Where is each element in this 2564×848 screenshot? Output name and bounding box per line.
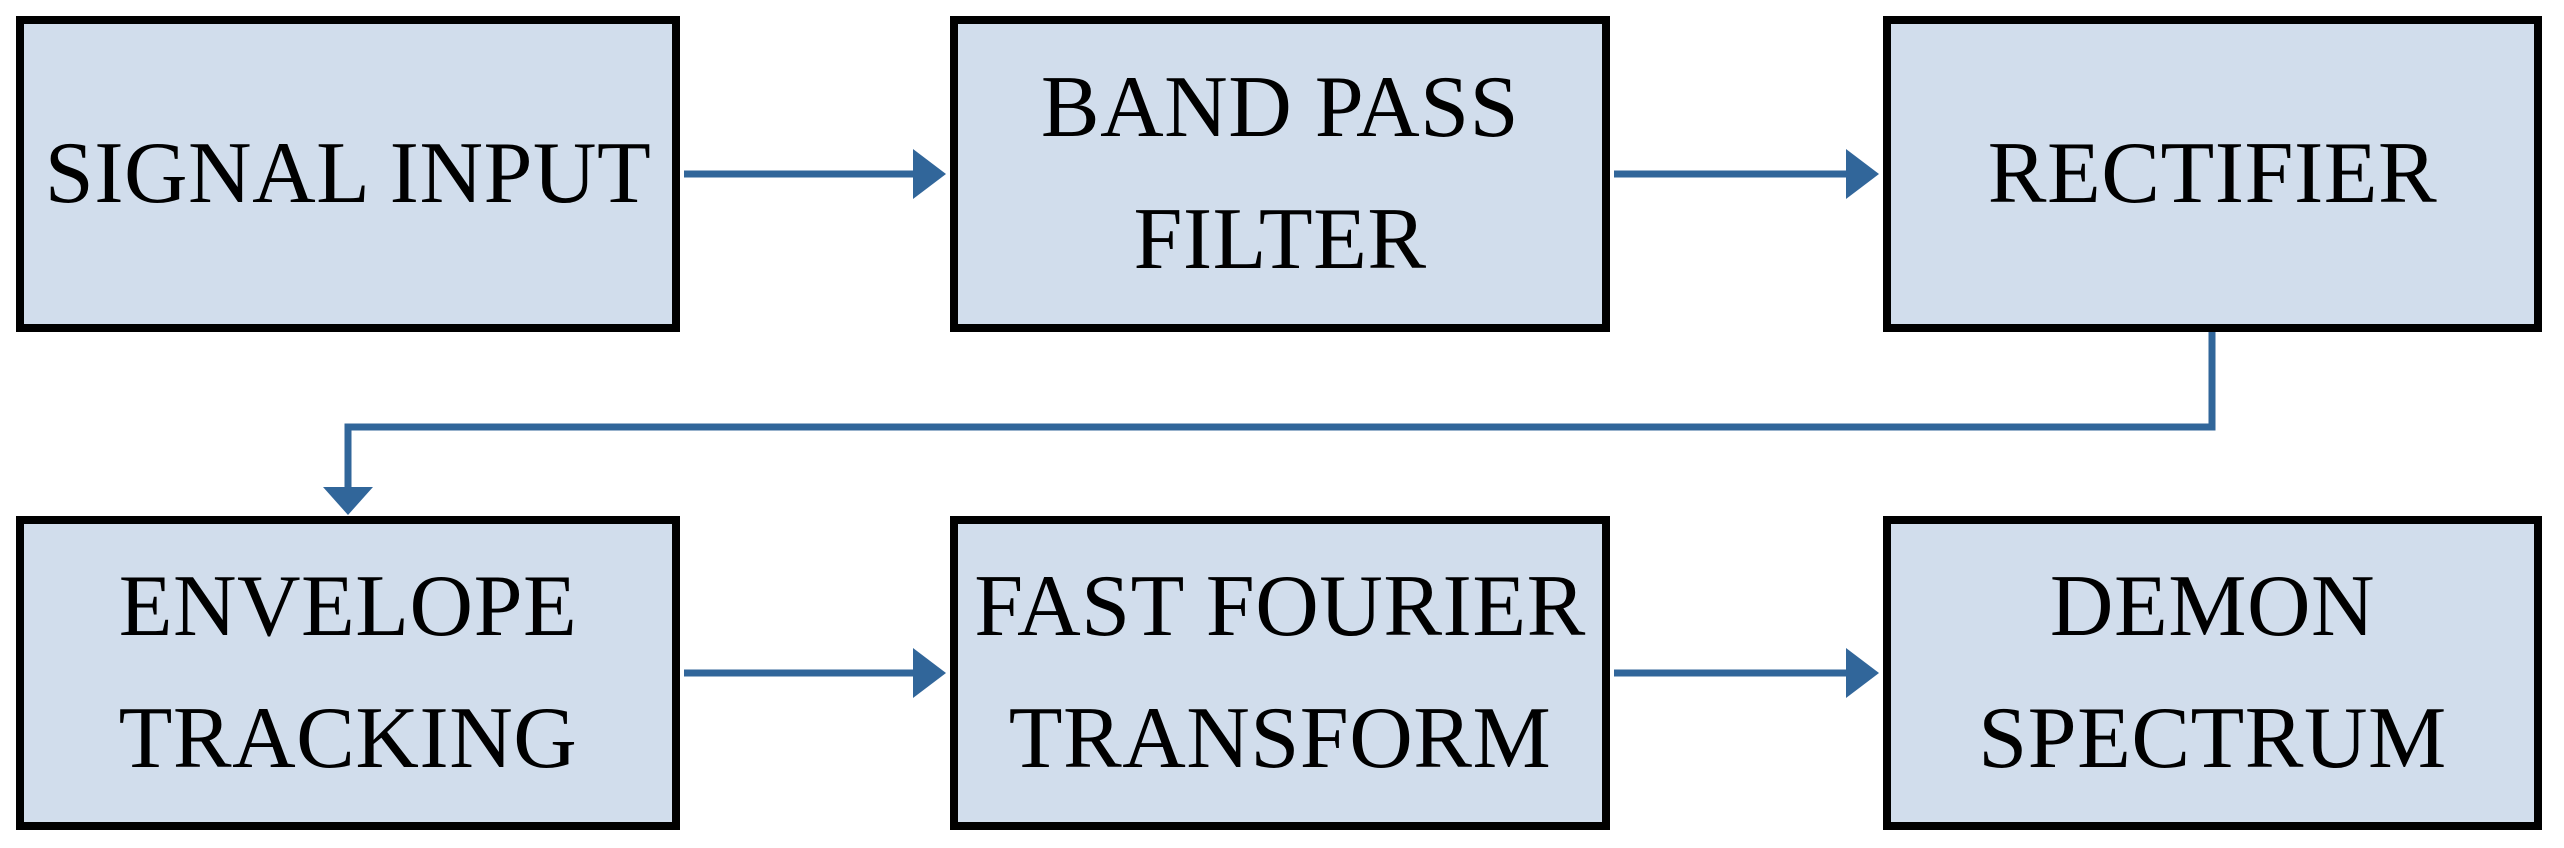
right-arrowhead-icon — [913, 648, 946, 698]
node-fast-fourier-transform: FAST FOURIER TRANSFORM — [950, 516, 1610, 830]
edge-rectifier-to-envelope-tracking — [323, 332, 2216, 515]
node-signal-input: SIGNAL INPUT — [16, 16, 680, 332]
node-label: DEMON SPECTRUM — [1978, 558, 2447, 787]
node-label: ENVELOPE TRACKING — [118, 558, 578, 787]
node-label: FAST FOURIER TRANSFORM — [974, 558, 1586, 787]
node-label: BAND PASS FILTER — [1040, 59, 1520, 288]
node-rectifier: RECTIFIER — [1883, 16, 2542, 332]
node-label: RECTIFIER — [1987, 125, 2438, 222]
right-arrowhead-icon — [913, 149, 946, 199]
right-arrowhead-icon — [1846, 149, 1879, 199]
edge-envelope-tracking-to-fast-fourier-transform — [684, 648, 946, 698]
node-band-pass-filter: BAND PASS FILTER — [950, 16, 1610, 332]
edge-elbow-line — [344, 332, 2216, 487]
node-label: SIGNAL INPUT — [44, 125, 652, 222]
edge-fast-fourier-transform-to-demon-spectrum — [1614, 648, 1879, 698]
down-arrowhead-icon — [323, 487, 373, 515]
node-envelope-tracking: ENVELOPE TRACKING — [16, 516, 680, 830]
edge-band-pass-filter-to-rectifier — [1614, 149, 1879, 199]
right-arrowhead-icon — [1846, 648, 1879, 698]
edge-signal-input-to-band-pass-filter — [684, 149, 946, 199]
node-demon-spectrum: DEMON SPECTRUM — [1883, 516, 2542, 830]
